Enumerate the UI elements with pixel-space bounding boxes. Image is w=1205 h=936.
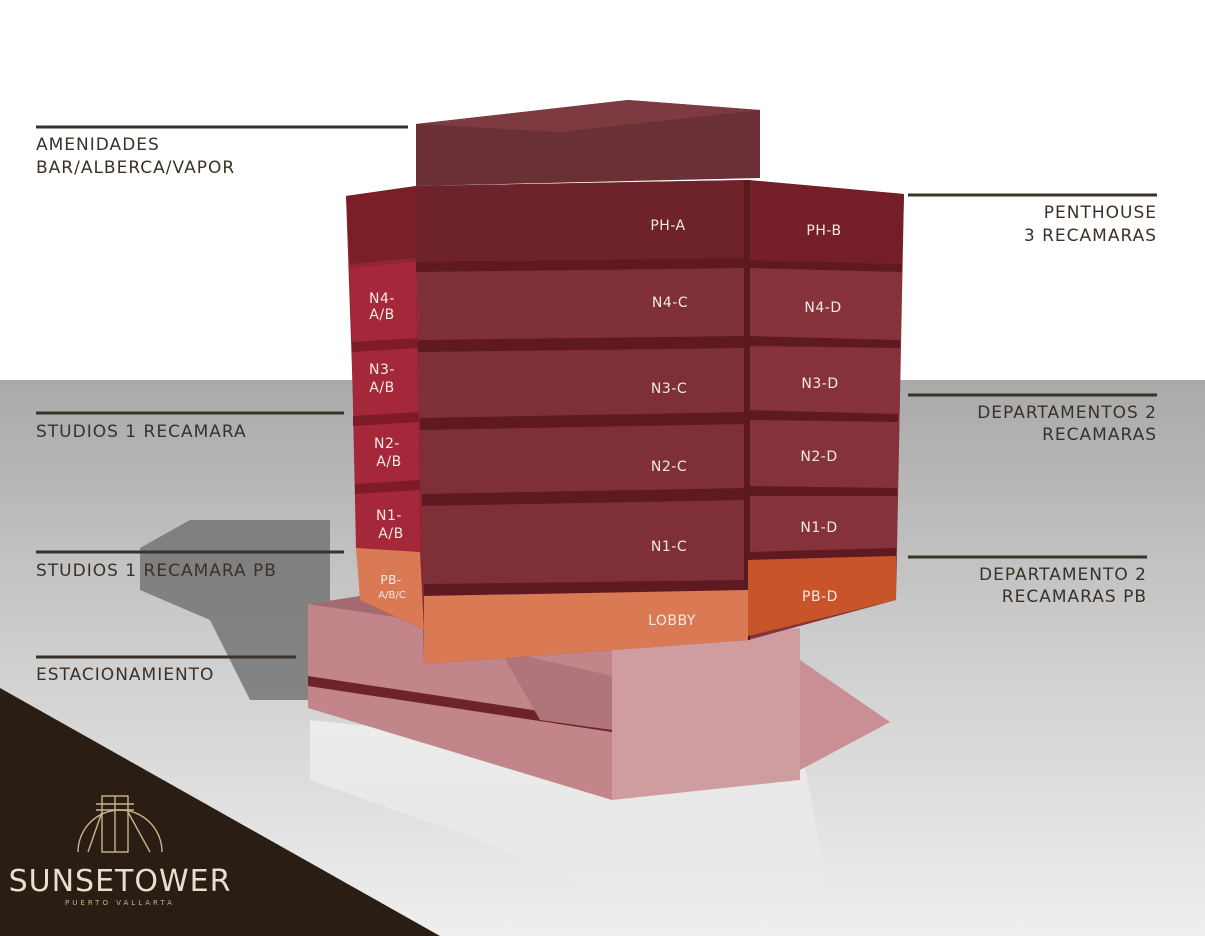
unit-n1-d: N1-D <box>800 520 837 536</box>
label-departamento-pb-line2: RECAMARAS PB <box>1002 587 1147 607</box>
parking-stripe <box>308 676 612 732</box>
penthouse-band-front <box>416 180 748 262</box>
brand-corner <box>0 688 440 936</box>
unit-lobby: LOBBY <box>648 613 696 629</box>
unit-n3-d: N3-D <box>801 376 838 392</box>
tower-right-face <box>748 180 904 640</box>
unit-n3-ab-line1: N3- <box>369 362 395 378</box>
floor-separators <box>416 258 902 596</box>
amenity-box-top <box>416 100 760 132</box>
brand-name: SUNSETOWER <box>9 864 232 899</box>
parking-ramp <box>800 660 890 770</box>
label-amenidades-line1: AMENIDADES <box>36 135 160 155</box>
ab-column <box>350 262 420 552</box>
label-departamentos-line2: RECAMARAS <box>1042 425 1157 445</box>
unit-ph-a: PH-A <box>650 218 685 234</box>
unit-n3-c: N3-C <box>651 381 687 397</box>
unit-n4-c: N4-C <box>652 295 688 311</box>
label-studios-pb: STUDIOS 1 RECAMARA PB <box>36 561 277 581</box>
pb-d-face <box>748 556 896 636</box>
pb-abc-face <box>356 548 424 630</box>
unit-n3-ab-line2: A/B <box>369 380 394 396</box>
label-estacionamiento: ESTACIONAMIENTO <box>36 665 214 685</box>
unit-n2-c: N2-C <box>651 459 687 475</box>
sunset-tower-logo-icon <box>77 795 163 853</box>
label-studios: STUDIOS 1 RECAMARA <box>36 422 247 442</box>
facade-seam <box>744 180 750 640</box>
label-departamento-pb-line1: DEPARTAMENTO 2 <box>979 565 1147 585</box>
unit-n2-ab-line1: N2- <box>374 436 400 452</box>
unit-ph-b: PH-B <box>806 223 841 239</box>
unit-n1-ab-line1: N1- <box>376 508 402 524</box>
unit-n1-ab-line2: A/B <box>378 526 403 542</box>
unit-n2-ab-line2: A/B <box>376 454 401 470</box>
unit-pb-d: PB-D <box>802 589 838 605</box>
brand-subtitle: PUERTO VALLARTA <box>65 899 175 907</box>
penthouse-band-right <box>748 180 904 264</box>
parking-right <box>612 628 800 800</box>
label-amenidades-line2: BAR/ALBERCA/VAPOR <box>36 158 235 178</box>
unit-n4-ab-line2: A/B <box>369 307 394 323</box>
ab-separators <box>352 338 420 494</box>
lobby-face <box>424 590 748 664</box>
label-departamentos-line1: DEPARTAMENTOS 2 <box>977 403 1157 423</box>
building-shadow <box>140 520 330 700</box>
unit-pb-abc-line2: A/B/C <box>378 590 405 601</box>
unit-n1-c: N1-C <box>651 539 687 555</box>
label-penthouse-line2: 3 RECAMARAS <box>1024 226 1157 246</box>
leader-lines <box>36 125 1157 659</box>
unit-n4-ab-line1: N4- <box>369 291 395 307</box>
unit-n4-d: N4-D <box>804 300 841 316</box>
unit-n2-d: N2-D <box>800 449 837 465</box>
label-penthouse-line1: PENTHOUSE <box>1044 203 1157 223</box>
penthouse-band-left <box>346 186 416 264</box>
unit-pb-abc-line1: PB- <box>380 573 401 587</box>
parking-column <box>500 650 612 730</box>
